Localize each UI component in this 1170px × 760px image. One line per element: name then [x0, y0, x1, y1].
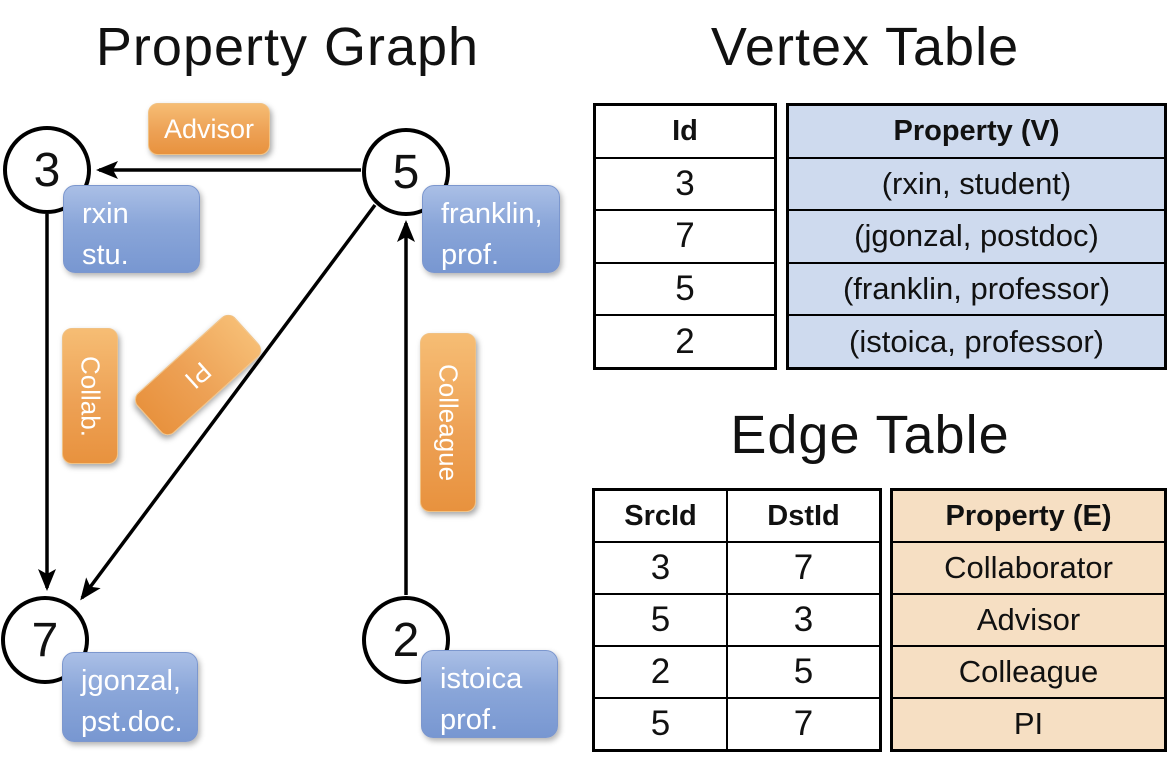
property-line: franklin, [441, 198, 543, 230]
property-graph-title: Property Graph [95, 17, 480, 77]
vertex-id-cell: 5 [675, 269, 695, 309]
edge-property-cell: Colleague [958, 654, 1099, 689]
table-row[interactable]: 3 [596, 156, 774, 210]
vertex-table-id-column: Id 3 7 5 2 [593, 103, 777, 370]
edge-table-property-column: Property (E) Collaborator Advisor Collea… [890, 488, 1167, 752]
edge-dstid-cell: 7 [793, 704, 814, 743]
property-line: prof. [441, 238, 500, 271]
edge-table-id-columns: SrcId DstId 3 7 5 3 2 5 5 7 [592, 488, 882, 752]
table-row[interactable]: Collaborator [893, 541, 1164, 593]
edge-label-collab[interactable]: Collab. [62, 328, 118, 464]
node-property-istoica[interactable]: istoica prof. [421, 650, 558, 738]
edge-property-cell: Collaborator [944, 550, 1113, 585]
table-row[interactable]: 5 7 [595, 697, 879, 749]
vertex-table-title: Vertex Table [710, 17, 1020, 77]
edge-srcid-header: SrcId [624, 499, 697, 532]
table-header-row: Property (V) [789, 106, 1164, 157]
vertex-property-cell: (jgonzal, postdoc) [854, 218, 1099, 254]
vertex-id-cell: 2 [675, 321, 695, 361]
edge-label-colleague[interactable]: Colleague [420, 333, 476, 512]
edge-property-cell: PI [1013, 706, 1044, 741]
property-line: rxin [82, 198, 129, 230]
edge-label-advisor[interactable]: Advisor [148, 103, 270, 155]
node-property-rxin[interactable]: rxin stu. [63, 185, 200, 273]
edge-srcid-cell: 5 [650, 704, 671, 743]
node-id: 7 [31, 613, 59, 667]
table-row[interactable]: 3 7 [595, 541, 879, 593]
edge-dstid-cell: 3 [793, 600, 814, 639]
table-row[interactable]: Colleague [893, 645, 1164, 697]
vertex-property-cell: (istoica, professor) [849, 323, 1104, 359]
property-line: istoica [440, 663, 523, 695]
vertex-property-cell: (franklin, professor) [842, 271, 1111, 307]
table-row[interactable]: 5 [596, 261, 774, 315]
edge-dstid-cell: 5 [793, 652, 814, 691]
property-line: jgonzal, [81, 665, 181, 697]
vertex-property-cell: (rxin, student) [881, 165, 1072, 201]
node-id: 2 [392, 613, 420, 667]
edge-dstid-cell: 7 [793, 548, 814, 587]
edge-srcid-cell: 3 [650, 548, 671, 587]
vertex-table-property-column: Property (V) (rxin, student) (jgonzal, p… [786, 103, 1167, 370]
edge-srcid-cell: 2 [650, 652, 671, 691]
vertex-property-header: Property (V) [893, 114, 1060, 147]
edge-table-title: Edge Table [730, 405, 1010, 465]
table-row[interactable]: 2 [596, 314, 774, 367]
node-id: 5 [392, 145, 420, 199]
edge-property-header: Property (E) [945, 499, 1112, 532]
table-row[interactable]: 7 [596, 209, 774, 262]
table-row[interactable]: (rxin, student) [789, 156, 1164, 210]
table-row[interactable]: (jgonzal, postdoc) [789, 209, 1164, 262]
property-line: stu. [82, 238, 129, 271]
vertex-id-cell: 3 [675, 163, 695, 203]
edge-pi-5-to-7 [80, 203, 377, 601]
node-property-jgonzal[interactable]: jgonzal, pst.doc. [62, 652, 198, 742]
vertex-id-header: Id [672, 114, 698, 147]
edge-dstid-header: DstId [767, 499, 840, 532]
table-row[interactable]: Advisor [893, 593, 1164, 645]
edge-srcid-cell: 5 [650, 600, 671, 639]
table-header-row: Id [596, 106, 774, 157]
table-header-row: SrcId DstId [595, 491, 879, 541]
property-line: pst.doc. [81, 705, 183, 738]
graph-node-3[interactable]: 3 [3, 126, 91, 214]
vertex-id-cell: 7 [675, 216, 695, 256]
table-row[interactable]: 5 3 [595, 593, 879, 645]
table-row[interactable]: (franklin, professor) [789, 261, 1164, 315]
node-property-franklin[interactable]: franklin, prof. [422, 185, 560, 273]
table-header-row: Property (E) [893, 491, 1164, 541]
table-row[interactable]: PI [893, 697, 1164, 749]
table-row[interactable]: (istoica, professor) [789, 314, 1164, 367]
edge-property-cell: Advisor [976, 602, 1081, 637]
node-id: 3 [33, 143, 61, 197]
property-line: prof. [440, 703, 499, 736]
table-row[interactable]: 2 5 [595, 645, 879, 697]
